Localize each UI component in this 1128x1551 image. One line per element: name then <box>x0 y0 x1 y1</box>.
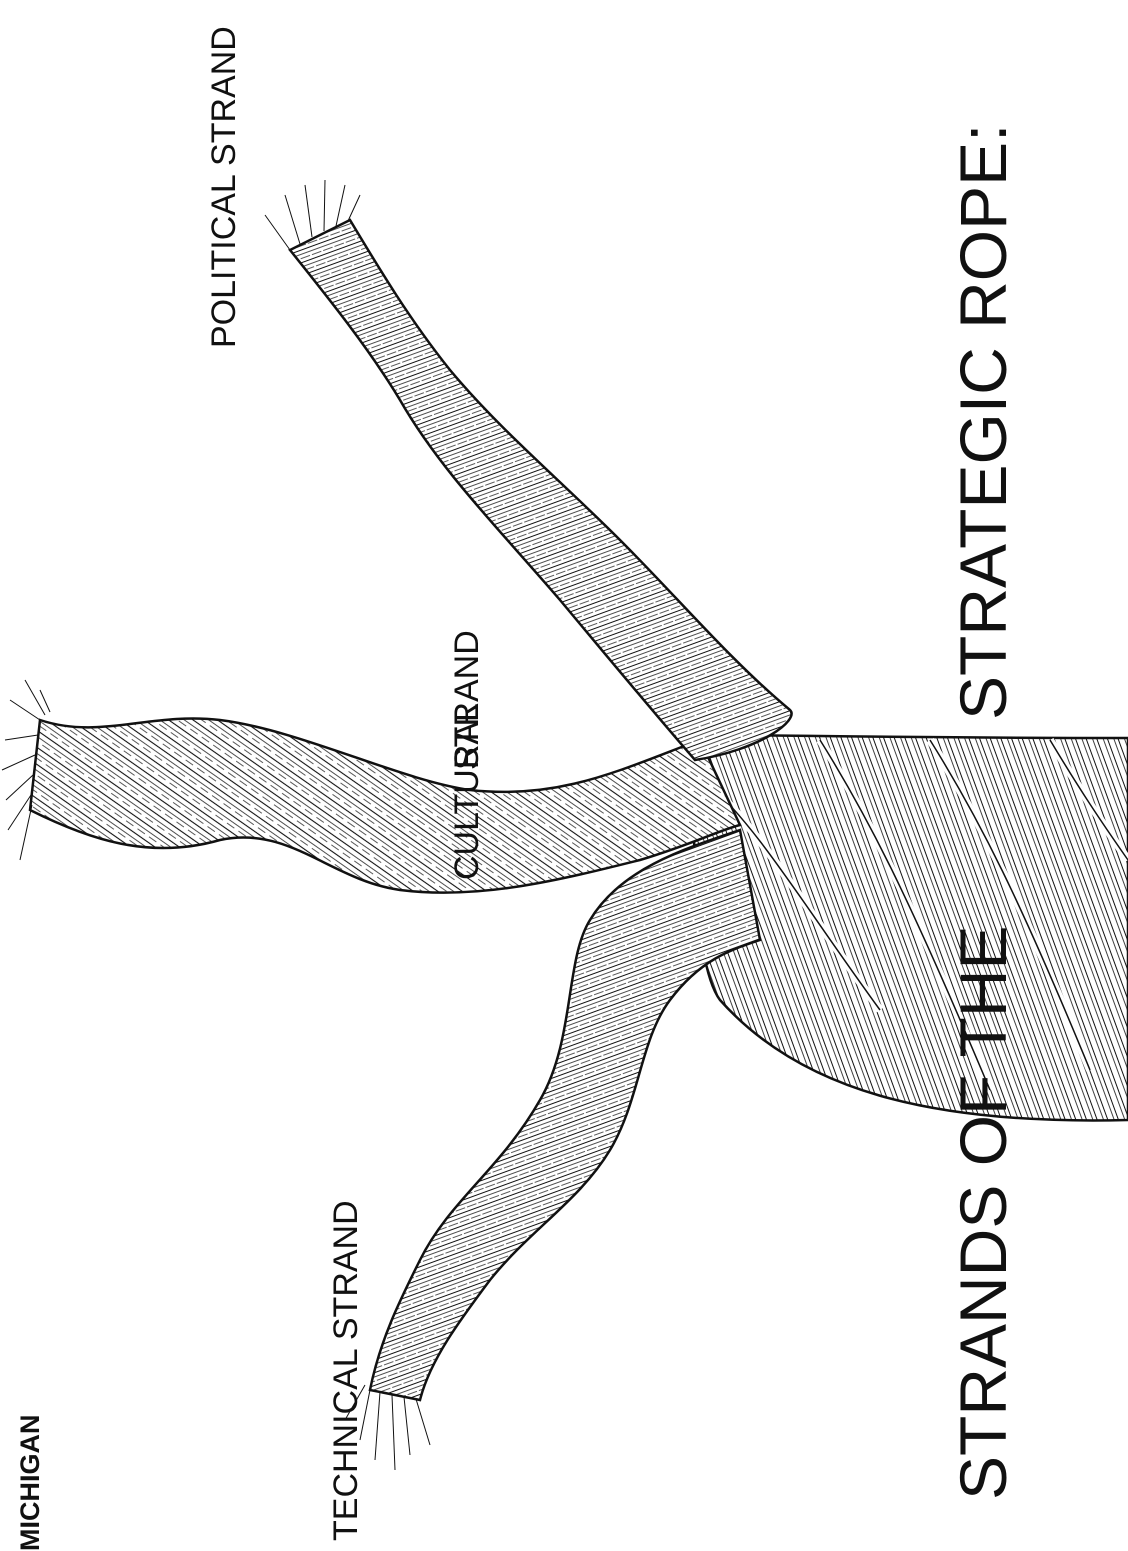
diagram-title-part1: STRANDS OF THE <box>945 925 1021 1500</box>
political-strand <box>290 220 792 760</box>
cultural-strand <box>30 719 740 893</box>
technical-strand <box>370 830 760 1400</box>
political-strand-label: POLITICAL STRAND <box>205 26 244 348</box>
technical-strand-label: TECHNICAL STRAND <box>327 1200 366 1541</box>
cultural-strand-label-strand: STRAND <box>448 630 487 770</box>
michigan-label: MICHIGAN <box>15 1415 46 1551</box>
diagram-title-part2: STRATEGIC ROPE: <box>945 123 1021 720</box>
rope-trunk <box>694 735 1128 1120</box>
